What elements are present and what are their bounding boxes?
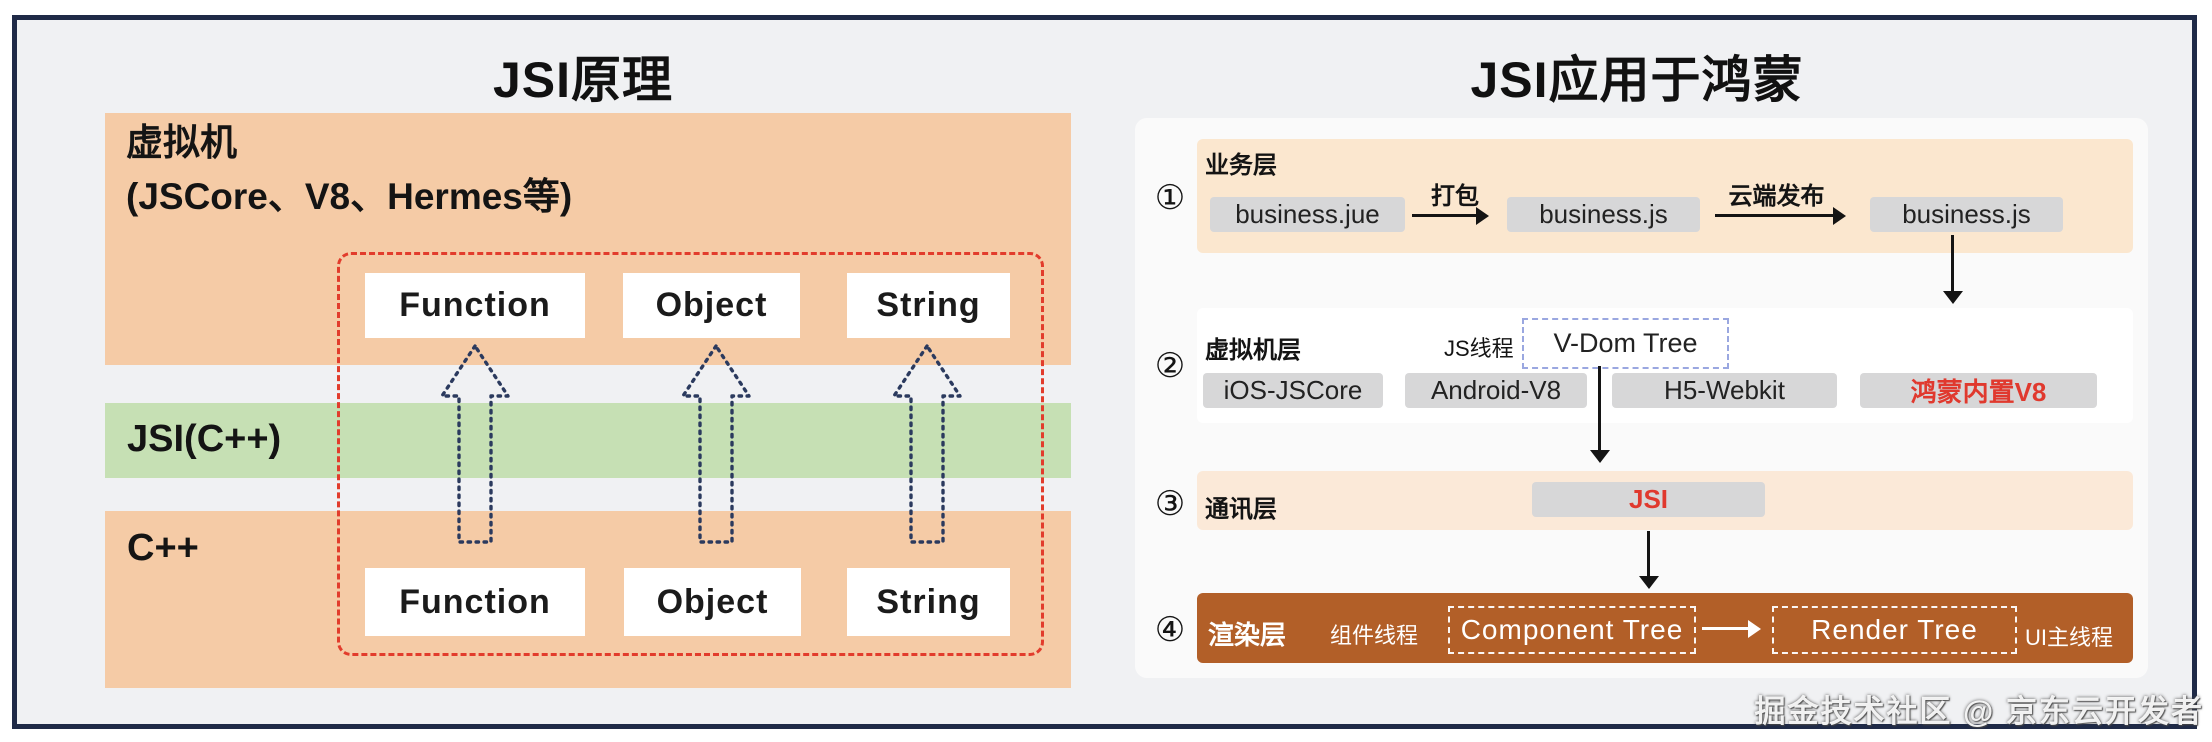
vm-function-box: Function [365,273,585,338]
vdom-to-jsi-arrow-icon [1598,366,1601,451]
communication-layer-label: 通讯层 [1205,496,1277,523]
jsi-to-render-arrow-icon [1647,531,1650,577]
business-js-box: business.js [1507,197,1700,232]
step1-number: ① [1154,179,1186,217]
ios-jscore-box: iOS-JSCore [1203,373,1383,408]
dotted-up-arrow-icon [892,344,962,544]
step3-number: ③ [1154,485,1186,523]
business-jue-box: business.jue [1210,197,1405,232]
ui-main-thread-label: UI主线程 [2025,625,2114,650]
business-js-cloud-box: business.js [1870,197,2063,232]
cpp-object-box: Object [624,568,801,636]
step2-number: ② [1154,347,1186,385]
step4-number: ④ [1154,611,1186,649]
business-layer-label: 业务层 [1205,152,1277,179]
js-thread-label: JS线程 [1444,336,1514,361]
vm-layer-row-label: 虚拟机层 [1205,337,1301,364]
vm-object-box: Object [623,273,800,338]
pack-arrow-icon [1412,214,1478,217]
dotted-up-arrow-icon [440,344,510,544]
business-layer-row [1197,139,2133,253]
cloud-publish-arrow-icon [1715,214,1835,217]
dotted-up-arrow-icon [681,344,751,544]
harmony-builtin-v8-box: 鸿蒙内置V8 [1860,373,2097,408]
vm-layer-label: 虚拟机 (JSCore、V8、Hermes等) [126,116,572,224]
render-tree-box: Render Tree [1772,606,2017,654]
android-v8-box: Android-V8 [1405,373,1587,408]
vm-string-box: String [847,273,1010,338]
jsi-mapping-dashed-outline [337,252,1044,656]
render-layer-label: 渲染层 [1208,620,1287,650]
component-to-render-arrow-icon [1702,627,1750,630]
component-tree-box: Component Tree [1448,606,1696,654]
render-layer-row [1197,593,2133,663]
vm-layer-label-line2: (JSCore、V8、Hermes等) [126,176,573,217]
component-thread-label: 组件线程 [1330,623,1419,648]
cpp-label: C++ [127,527,199,569]
right-title: JSI应用于鸿蒙 [1470,52,1804,108]
vm-layer-label-line1: 虚拟机 [126,122,237,163]
watermark: 掘金技术社区 @ 京东云开发者 [1754,694,2204,729]
left-title: JSI原理 [492,52,674,108]
cpp-function-box: Function [365,568,585,636]
h5-webkit-box: H5-Webkit [1612,373,1837,408]
jsi-box: JSI [1532,482,1765,517]
jsi-band-label: JSI(C++) [127,418,282,460]
vdom-tree-box: V-Dom Tree [1522,318,1729,369]
download-to-vm-arrow-icon [1951,235,1954,292]
pack-arrow-label: 打包 [1431,183,1479,210]
cloud-publish-arrow-label: 云端发布 [1728,183,1825,210]
cpp-string-box: String [847,568,1010,636]
